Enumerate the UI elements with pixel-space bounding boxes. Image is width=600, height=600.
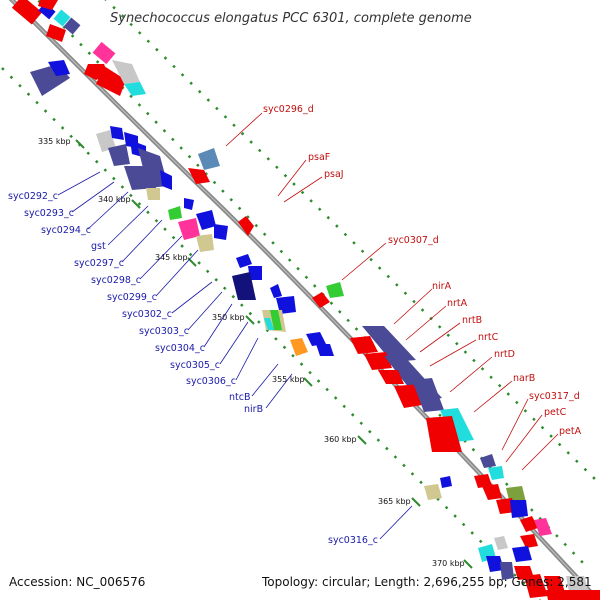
gene-cluster-bottom [478,536,600,600]
left-labels: syc0292_c syc0293_c syc0294_c gst syc029… [8,191,378,546]
label-syc0307_d: syc0307_d [388,235,439,246]
gene-cluster-top [11,0,81,42]
right-labels: syc0296_d psaF psaJ syc0307_d nirA nrtA … [263,104,582,437]
label-syc0316_c: syc0316_c [328,535,378,546]
label-syc0303_c: syc0303_c [139,326,189,337]
label-psaF: psaF [308,152,330,163]
label-syc0302_c: syc0302_c [122,309,172,320]
label-syc0306_c: syc0306_c [186,376,236,387]
kbp-tick-365: 365 kbp [378,497,411,506]
kbp-ticks: 335 kbp 340 kbp 345 kbp 350 kbp 355 kbp … [38,137,473,569]
gene-cluster-340 [168,198,254,252]
kbp-tick-335: 335 kbp [38,137,71,146]
gene-cluster-nirA [350,326,474,452]
accession-text: Accession: NC_006576 [9,575,145,589]
kbp-tick-355: 355 kbp [272,375,305,384]
gene-cluster-right-lower [424,454,552,548]
label-nrtA: nrtA [447,298,468,309]
label-nrtC: nrtC [478,332,499,343]
gene-cluster-upper [30,41,146,96]
kbp-tick-340: 340 kbp [98,195,131,204]
label-psaJ: psaJ [324,169,344,180]
label-syc0299_c: syc0299_c [107,292,157,303]
label-syc0294_c: syc0294_c [41,225,91,236]
label-syc0296_d: syc0296_d [263,104,314,115]
label-syc0292_c: syc0292_c [8,191,58,202]
label-syc0305_c: syc0305_c [170,360,220,371]
genome-backbone-highlight [11,0,598,600]
label-nrtB: nrtB [462,315,482,326]
kbp-tick-345: 345 kbp [155,253,188,262]
label-syc0317_d: syc0317_d [529,391,580,402]
label-petA: petA [559,426,582,437]
kbp-tick-360: 360 kbp [324,435,357,444]
gene-cluster-350 [232,254,334,356]
label-syc0293_c: syc0293_c [24,208,74,219]
label-syc0297_c: syc0297_c [74,258,124,269]
label-ntcB: ntcB [229,392,251,403]
gene-cluster-335 [96,126,172,200]
genome-summary-text: Topology: circular; Length: 2,696,255 bp… [261,575,592,589]
kbp-tick-370: 370 kbp [432,559,465,568]
right-leader-lines [225,112,559,471]
label-syc0304_c: syc0304_c [155,343,205,354]
label-nirB: nirB [244,404,263,415]
map-title: Synechococcus elongatus PCC 6301, comple… [110,11,472,26]
label-gst: gst [91,241,106,252]
label-narB: narB [513,373,535,384]
label-petC: petC [544,407,567,418]
kbp-tick-350: 350 kbp [212,313,245,322]
gene-cluster-right-upper [188,148,344,308]
left-leader-lines [57,171,413,540]
label-nirA: nirA [432,281,452,292]
label-nrtD: nrtD [494,349,515,360]
label-syc0298_c: syc0298_c [91,275,141,286]
